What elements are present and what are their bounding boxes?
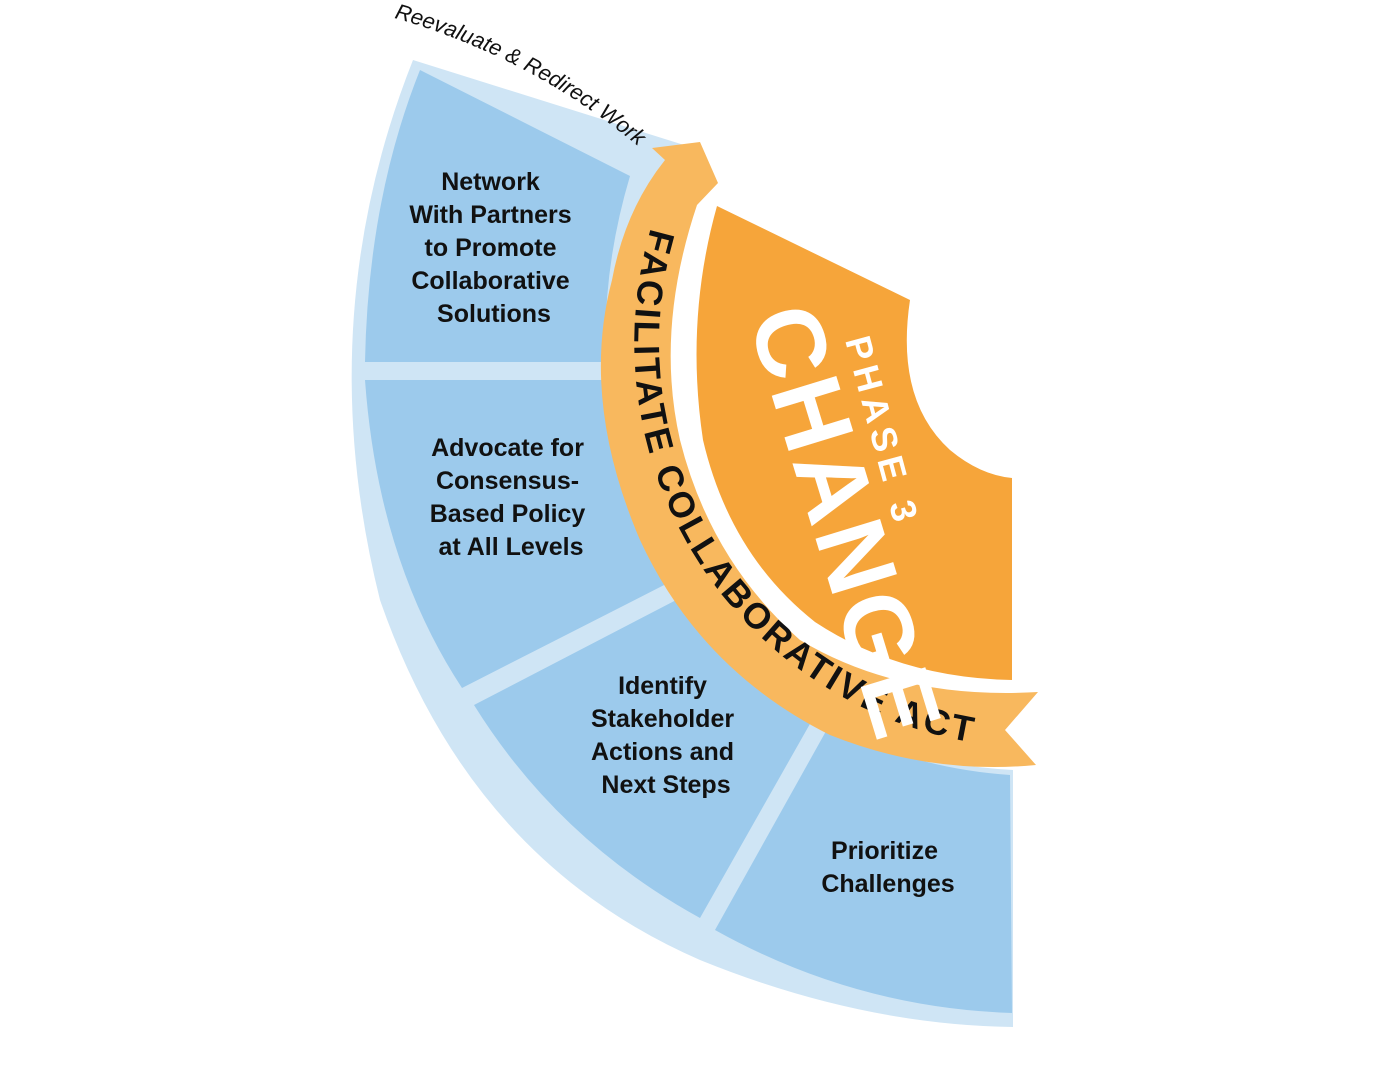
segment-advocate-line-2: Consensus-	[436, 467, 579, 495]
segment-identify-line-4: Next Steps	[601, 771, 730, 799]
segment-identify-line-1: Identify	[618, 672, 707, 700]
segment-identify	[474, 597, 815, 918]
segment-network-line-2: With Partners	[409, 201, 571, 229]
segment-network-line-5: Solutions	[437, 300, 551, 328]
ribbon-band	[600, 142, 1038, 767]
segment-prioritize	[715, 724, 1012, 1013]
segment-advocate-label: Advocate for Consensus- Based Policy at …	[430, 434, 593, 561]
segment-identify-label: Identify Stakeholder Actions and Next St…	[591, 672, 741, 799]
segment-advocate-line-4: at All Levels	[439, 533, 584, 561]
segment-prioritize-label: Prioritize Challenges	[821, 837, 954, 898]
ribbon-inner-edge	[689, 204, 1014, 689]
phase-wedge	[696, 206, 1012, 680]
segment-network-line-4: Collaborative	[411, 267, 569, 295]
segment-network-line-1: Network	[441, 168, 540, 196]
segment-advocate-line-3: Based Policy	[430, 500, 586, 528]
segment-identify-line-3: Actions and	[591, 738, 734, 766]
segment-advocate-line-1: Advocate for	[431, 434, 584, 462]
segment-prioritize-line-1: Prioritize	[831, 837, 938, 865]
segment-network-line-3: to Promote	[425, 234, 557, 262]
segment-network	[365, 70, 630, 362]
segment-prioritize-line-2: Challenges	[821, 870, 954, 898]
segment-advocate	[365, 380, 670, 688]
segment-identify-line-2: Stakeholder	[591, 705, 734, 733]
segment-network-label: Network With Partners to Promote Collabo…	[409, 168, 578, 328]
